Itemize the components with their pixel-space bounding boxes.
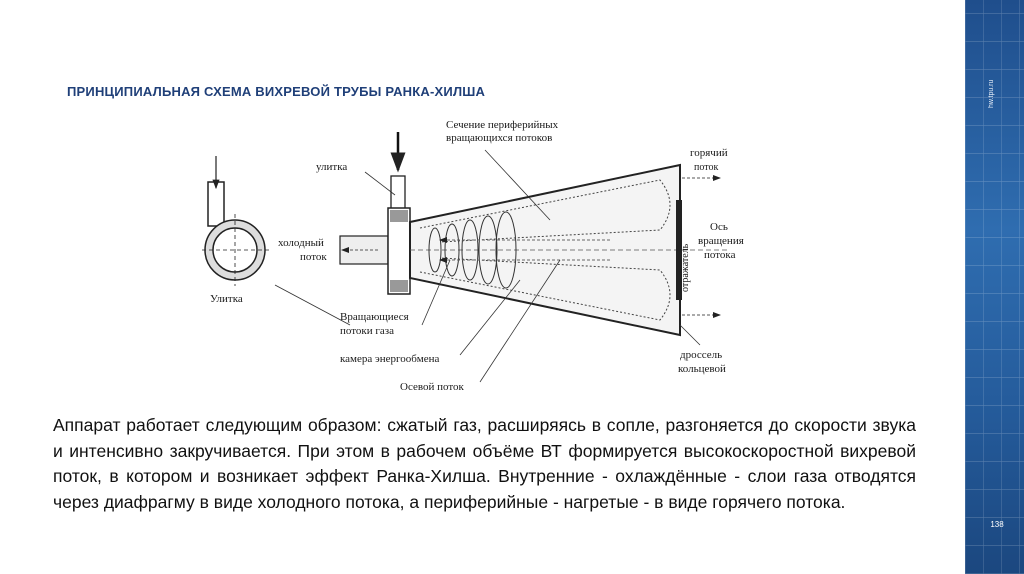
snail-cross-section [202,156,270,286]
chamber-label: камера энергообмена [340,353,439,365]
section-label-2: вращающихся потоков [446,132,552,144]
slide-title: ПРИНЦИПИАЛЬНАЯ СХЕМА ВИХРЕВОЙ ТРУБЫ РАНК… [67,84,486,99]
cold-flow-label-2: поток [300,251,327,263]
leader-lines [274,149,701,383]
axial-flow-label: Осевой поток [400,381,465,393]
axis-label-3: потока [704,249,736,261]
page-number: 138 [990,520,1004,529]
throttle-label-1: дроссель [680,349,722,361]
rotating-flows-label-2: потоки газа [340,325,394,337]
description-paragraph: Аппарат работает следующим образом: сжат… [53,415,916,512]
throttle-label-2: кольцевой [678,363,726,375]
snail-top-label: улитка [316,161,347,173]
hot-outlet-arrows [682,175,721,318]
hot-flow-label-2: поток [694,162,718,173]
hot-flow-label-1: горячий [690,147,728,159]
rotating-flows-label-1: Вращающиеся [340,311,409,323]
axis-label-2: вращения [698,235,744,247]
axis-label-1: Ось [710,221,728,233]
energy-exchange-chamber [409,163,730,337]
snail-side-view [387,207,411,295]
cold-flow-label-1: холодный [278,237,324,249]
band-pattern [965,0,1024,574]
decorative-side-band [965,0,1024,574]
vortex-tube-diagram: Сечение периферийных вращающихся потоков… [202,119,744,393]
site-label: hw.tpu.ru [988,79,995,108]
snail-left-label: Улитка [210,293,243,305]
reflector-label: отражатель [680,243,691,292]
cold-outlet-pipe [339,235,389,265]
compressed-gas-inlet [390,132,406,211]
section-label-1: Сечение периферийных [446,119,559,131]
reflector [676,200,682,300]
